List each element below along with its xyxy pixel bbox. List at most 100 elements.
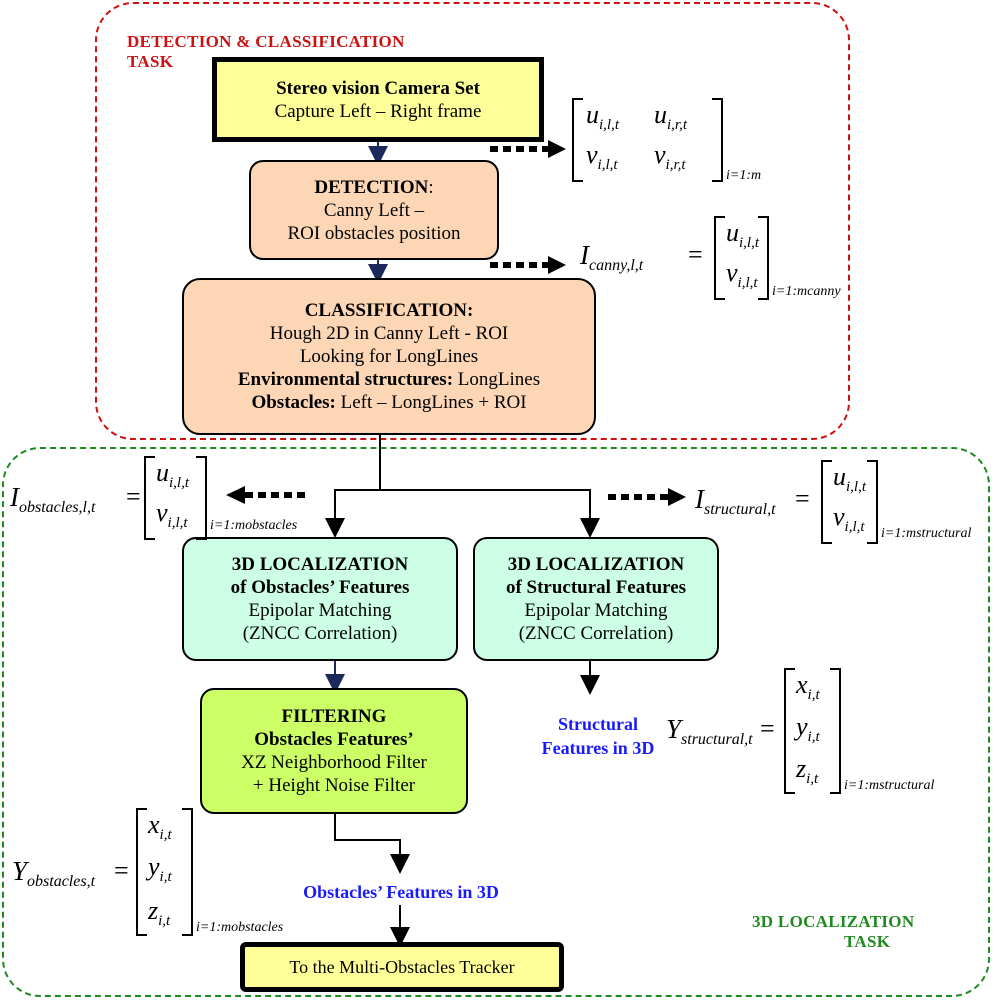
- camera-matrix-right-bracket: [712, 98, 723, 182]
- detection-line2: ROI obstacles position: [287, 222, 461, 244]
- obstacles-3d-right-bracket: [182, 808, 193, 936]
- classification-line4-rest: Left – LongLines + ROI: [335, 392, 527, 413]
- structural-image-equation: Istructural,t = ui,l,t vi,l,t i=1:mstruc…: [695, 456, 993, 548]
- loc-obstacles-line1: Epipolar Matching: [248, 600, 392, 621]
- obstacles-img-subscript: i=1:mobstacles: [210, 518, 298, 533]
- localization-obstacles-box: 3D LOCALIZATION of Obstacles’ Features E…: [182, 537, 458, 661]
- arrow-filter-to-output: [334, 814, 410, 874]
- obstacles-img-left-bracket: [144, 456, 155, 540]
- structural-output-label: Structural Features in 3D: [538, 712, 658, 760]
- filtering-line1: XZ Neighborhood Filter: [241, 752, 427, 773]
- detection-title-suffix: :: [428, 176, 434, 198]
- detection-task-label-line2: TASK: [127, 52, 174, 71]
- detection-line1: Canny Left –: [323, 199, 425, 221]
- obstacles-3d-left-bracket: [136, 808, 147, 936]
- loc-structural-line2: (ZNCC Correlation): [518, 623, 674, 644]
- obstacles-img-u: ui,l,t: [156, 458, 190, 492]
- classification-line3-rest: LongLines: [453, 369, 541, 390]
- canny-lhs-sub: canny,l,t: [589, 257, 644, 274]
- obstacles-3d-equals: =: [114, 856, 129, 885]
- canny-right-bracket: [758, 216, 769, 300]
- structural-3d-x: xi,t: [796, 670, 820, 704]
- obstacles-3d-z: zi,t: [148, 896, 171, 930]
- structural-img-lhs: I: [695, 484, 704, 514]
- obstacles-3d-equation: Yobstacles,t = xi,t yi,t zi,t i=1:mobsta…: [12, 804, 312, 940]
- structural-img-u: ui,l,t: [833, 462, 867, 496]
- obstacles-img-equals: =: [126, 482, 141, 511]
- loc-obstacles-line2: (ZNCC Correlation): [242, 623, 398, 644]
- camera-line1: Capture Left – Right frame: [274, 100, 482, 122]
- canny-subscript: i=1:mcanny: [772, 284, 841, 299]
- split-connector-right: [380, 489, 600, 538]
- camera-matrix-u-left: ui,l,t: [586, 100, 620, 134]
- obstacles-img-lhs: I: [10, 482, 19, 512]
- canny-v: vi,l,t: [726, 258, 758, 292]
- filtering-title1: FILTERING: [281, 706, 387, 727]
- detection-task-label-line1: DETECTION & CLASSIFICATION: [127, 32, 405, 51]
- canny-u: ui,l,t: [726, 218, 760, 252]
- obstacles-output-label: Obstacles’ Features in 3D: [270, 880, 532, 904]
- classification-line1: Hough 2D in Canny Left - ROI: [269, 323, 509, 344]
- localization-task-label: 3D LOCALIZATION TASK: [752, 912, 914, 952]
- camera-matrix-subscript: i=1:m: [726, 168, 762, 183]
- structural-3d-equals: =: [760, 714, 775, 743]
- classification-box: CLASSIFICATION: Hough 2D in Canny Left -…: [182, 278, 596, 435]
- loc-structural-title2: of Structural Features: [505, 577, 687, 598]
- camera-matrix-left-bracket: [572, 98, 583, 182]
- filtering-title2: Obstacles Features’: [254, 729, 414, 750]
- structural-3d-right-bracket: [830, 668, 841, 794]
- localization-task-label-line1: 3D LOCALIZATION: [752, 912, 915, 931]
- obstacles-3d-x: xi,t: [148, 810, 172, 844]
- localization-region: [2, 447, 990, 997]
- loc-obstacles-title1: 3D LOCALIZATION: [231, 554, 409, 575]
- loc-structural-line1: Epipolar Matching: [524, 600, 668, 621]
- structural-output-line2: Features in 3D: [541, 738, 655, 758]
- obstacles-img-v: vi,l,t: [156, 498, 188, 532]
- filtering-box: FILTERING Obstacles Features’ XZ Neighbo…: [200, 688, 468, 814]
- structural-3d-lhs: Y: [666, 714, 682, 744]
- split-connector: [325, 435, 381, 538]
- loc-structural-title1: 3D LOCALIZATION: [507, 554, 685, 575]
- structural-img-right-bracket: [867, 460, 878, 544]
- tracker-box: To the Multi-Obstacles Tracker: [240, 942, 564, 992]
- structural-img-left-bracket: [821, 460, 832, 544]
- localization-structural-box: 3D LOCALIZATION of Structural Features E…: [473, 537, 719, 661]
- obstacles-img-right-bracket: [196, 456, 207, 540]
- classification-title: CLASSIFICATION:: [304, 300, 474, 321]
- canny-equation: Icanny,l,t = ui,l,t vi,l,t i=1:mcanny: [580, 212, 860, 304]
- structural-output-line1: Structural: [558, 714, 638, 734]
- detection-box: DETECTION: Canny Left – ROI obstacles po…: [249, 160, 499, 260]
- canny-lhs: I: [580, 240, 589, 270]
- dotted-arrow-obstacles: [226, 486, 305, 504]
- structural-img-subscript: i=1:mstructural: [881, 526, 972, 541]
- detection-task-label: DETECTION & CLASSIFICATION TASK: [127, 32, 405, 72]
- obstacles-3d-lhs: Y: [12, 856, 28, 886]
- structural-img-v: vi,l,t: [833, 502, 865, 536]
- tracker-label: To the Multi-Obstacles Tracker: [289, 956, 515, 977]
- structural-img-equals: =: [795, 484, 810, 513]
- camera-matrix-equation: ui,l,t ui,r,t vi,l,t vi,r,t i=1:m: [572, 98, 782, 186]
- classification-line2: Looking for LongLines: [299, 346, 479, 367]
- camera-matrix-v-right: vi,r,t: [654, 140, 686, 174]
- dotted-arrow-canny: [490, 256, 566, 274]
- classification-line4-bold: Obstacles:: [251, 392, 336, 413]
- canny-left-bracket: [714, 216, 725, 300]
- structural-3d-equation: Ystructural,t = xi,t yi,t zi,t i=1:mstru…: [666, 664, 992, 796]
- camera-matrix-v-left: vi,l,t: [586, 140, 618, 174]
- detection-title: DETECTION: [314, 176, 429, 198]
- structural-3d-lhs-sub: structural,t: [681, 731, 753, 748]
- structural-3d-z: zi,t: [796, 754, 819, 788]
- structural-3d-subscript: i=1:mstructural: [844, 778, 935, 793]
- detection-classification-region: [95, 2, 850, 440]
- filtering-line2: + Height Noise Filter: [252, 775, 416, 796]
- camera-title: Stereo vision Camera Set: [276, 77, 480, 99]
- dotted-arrow-structural: [608, 488, 686, 506]
- camera-set-box: Stereo vision Camera Set Capture Left – …: [212, 57, 544, 142]
- obstacles-img-lhs-sub: obstacles,l,t: [19, 499, 96, 516]
- structural-3d-y: yi,t: [796, 712, 820, 746]
- obstacles-output-text: Obstacles’ Features in 3D: [303, 882, 499, 902]
- obstacles-3d-subscript: i=1:mobstacles: [196, 920, 284, 935]
- structural-img-lhs-sub: structural,t: [704, 501, 776, 518]
- dotted-arrow-camera: [490, 140, 566, 158]
